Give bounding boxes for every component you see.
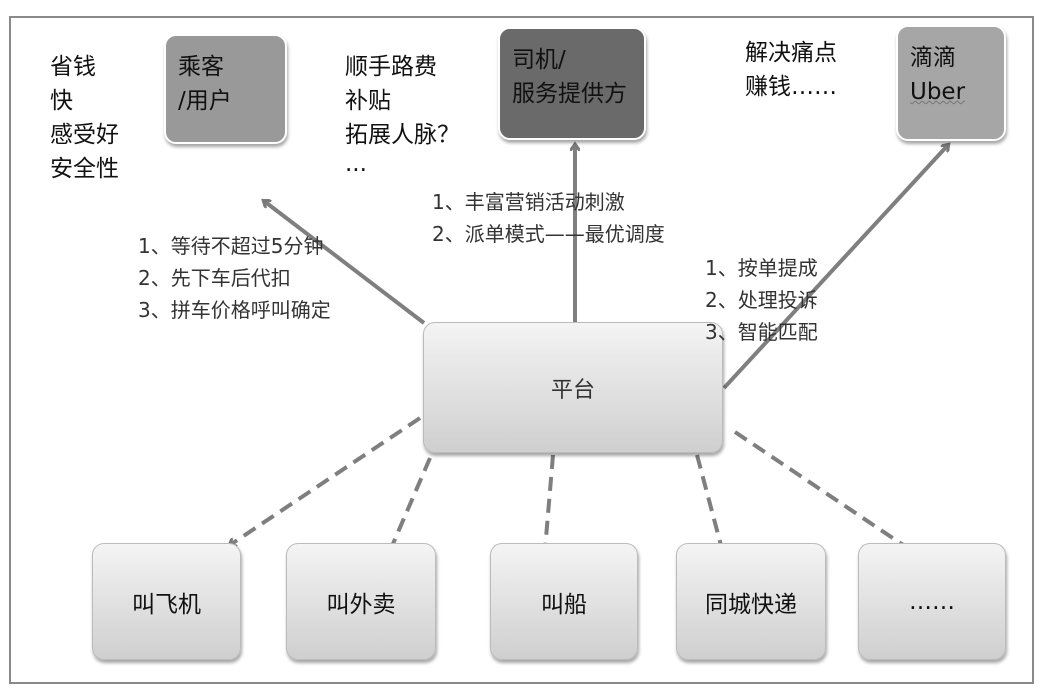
driver-node: 司机/ 服务提供方	[498, 27, 646, 140]
extension-label: 同城快递	[705, 591, 797, 618]
extension-courier: 同城快递	[676, 543, 826, 660]
driver-measures: 1、丰富营销活动刺激 2、派单模式——最优调度	[432, 186, 665, 250]
measure-item: 2、先下车后代扣	[138, 266, 291, 290]
passenger-label-2: /用户	[178, 88, 232, 114]
measure-item: 1、丰富营销活动刺激	[432, 190, 625, 214]
extension-label: 叫外卖	[326, 591, 396, 618]
extension-label: 叫飞机	[132, 591, 201, 618]
need-item: ...	[345, 151, 367, 177]
measure-item: 2、处理投诉	[705, 288, 818, 312]
extension-takeout: 叫外卖	[286, 543, 436, 660]
need-item: 拓展人脉？	[345, 122, 460, 148]
need-item: 补贴	[345, 88, 391, 114]
diagram-frame	[9, 16, 1034, 684]
measure-item: 1、按单提成	[705, 256, 818, 280]
driver-label-1: 司机/	[512, 47, 566, 73]
company-needs: 解决痛点 赚钱……	[745, 36, 837, 104]
company-label-1: 滴滴	[910, 45, 956, 71]
company-measures: 1、按单提成 2、处理投诉 3、智能匹配	[705, 252, 818, 348]
passenger-measures: 1、等待不超过5分钟 2、先下车后代扣 3、拼车价格呼叫确定	[138, 230, 331, 326]
dashed-arrow-plane	[230, 416, 422, 545]
extension-label: ……	[909, 588, 955, 615]
extension-boat: 叫船	[490, 543, 638, 660]
platform-node: 平台	[423, 322, 723, 453]
platform-label: 平台	[550, 377, 595, 403]
extension-more: ……	[858, 543, 1006, 660]
driver-label-2: 服务提供方	[512, 81, 627, 107]
dashed-arrow-boat	[545, 454, 555, 550]
need-item: 省钱	[50, 54, 96, 80]
need-item: 安全性	[50, 156, 119, 182]
need-item: 解决痛点	[745, 40, 837, 66]
arrow-to-passenger	[264, 201, 426, 325]
need-item: 快	[50, 88, 73, 114]
measure-item: 2、派单模式——最优调度	[432, 222, 665, 246]
measure-item: 3、拼车价格呼叫确定	[138, 298, 331, 322]
need-item: 顺手路费	[345, 54, 437, 80]
company-node: 滴滴 Uber	[896, 25, 1006, 141]
passenger-label-1: 乘客	[178, 54, 224, 80]
arrow-to-company	[722, 145, 948, 390]
company-label-2: Uber	[910, 79, 966, 105]
passenger-needs: 省钱 快 感受好 安全性	[50, 50, 119, 186]
passenger-node: 乘客 /用户	[164, 34, 287, 144]
driver-needs: 顺手路费 补贴 拓展人脉？ ...	[345, 50, 460, 176]
need-item: 感受好	[50, 122, 119, 148]
dashed-arrow-courier	[695, 454, 723, 553]
dashed-arrow-more	[733, 430, 915, 553]
extension-plane: 叫飞机	[92, 543, 241, 660]
measure-item: 3、智能匹配	[705, 320, 818, 344]
measure-item: 1、等待不超过5分钟	[138, 234, 324, 258]
need-item: 赚钱……	[745, 74, 837, 100]
extension-label: 叫船	[541, 591, 587, 618]
